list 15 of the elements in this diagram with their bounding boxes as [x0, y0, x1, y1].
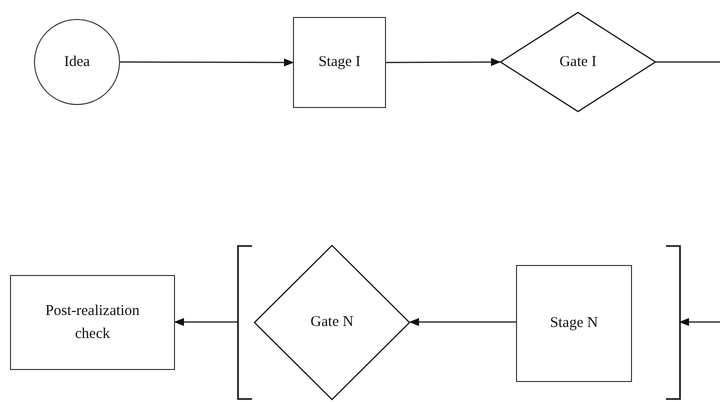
bracket-group [234, 245, 684, 400]
arrow [120, 58, 294, 66]
node-label: Gate N [310, 313, 354, 332]
node-label: Gate I [559, 52, 597, 72]
node-label: Stage N [550, 314, 598, 334]
node-label: Idea [64, 52, 90, 72]
arrow [174, 318, 238, 326]
arrow [409, 318, 516, 326]
arrow [386, 58, 501, 66]
process-box [10, 275, 175, 370]
node-label: Post-realization check [44, 302, 141, 344]
node-label: Stage I [318, 53, 361, 72]
process-box [293, 17, 386, 108]
process-box [516, 265, 632, 382]
arrow [679, 318, 720, 326]
